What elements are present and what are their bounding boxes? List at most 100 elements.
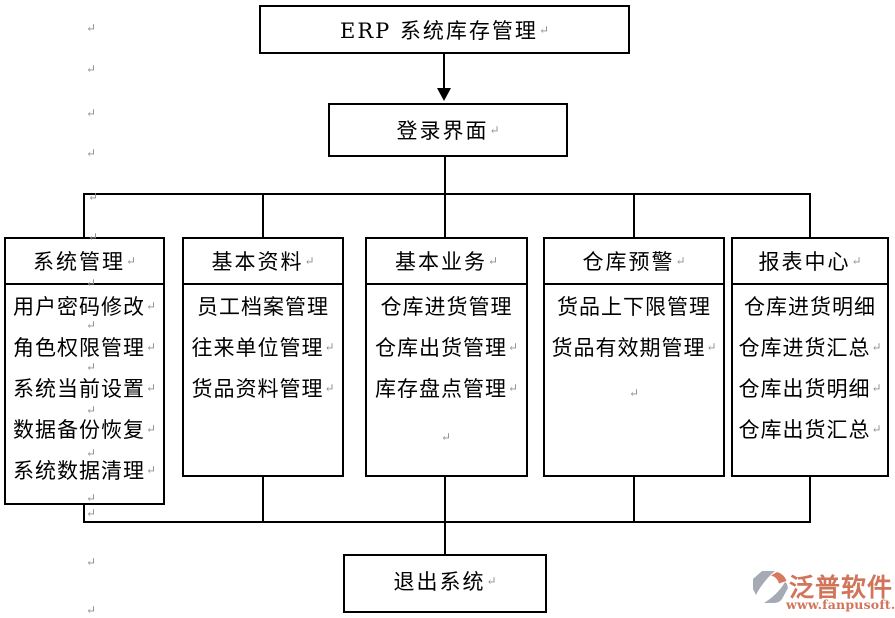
paragraph-mark-icon: ↵: [86, 506, 97, 520]
item-label: 仓库进货明细: [744, 294, 876, 319]
column-item: 系统当前设置↵: [6, 367, 163, 408]
paragraph-mark-icon: ↵: [486, 573, 497, 588]
column-header: 基本业务↵: [367, 239, 526, 285]
watermark: 泛普软件 www.fanpusoft.com: [752, 568, 895, 616]
paragraph-mark-icon: ↵: [487, 254, 499, 268]
connector-root-to-login: [443, 54, 445, 90]
column-title: 报表中心: [758, 250, 851, 274]
paragraph-mark-icon: ↵: [86, 446, 97, 460]
paragraph-mark-icon: ↵: [489, 123, 500, 137]
item-label: 仓库进货汇总: [738, 335, 871, 360]
paragraph-mark-icon: ↵: [871, 339, 882, 354]
column-item: 角色权限管理↵: [6, 326, 163, 367]
item-label: 库存盘点管理: [374, 376, 507, 401]
node-exit-label: 退出系统: [393, 569, 486, 594]
item-label: 系统当前设置: [12, 376, 145, 401]
node-login-label: 登录界面: [396, 119, 489, 143]
column-basic-data: 基本资料↵ 员工档案管理往来单位管理↵货品资料管理↵: [182, 237, 344, 477]
column-item: 往来单位管理↵: [184, 326, 342, 367]
connector-to-exit: [444, 521, 446, 555]
paragraph-mark-icon: ↵: [145, 462, 157, 477]
column-header: 报表中心↵: [733, 239, 887, 285]
column-basic-business: 基本业务↵ 仓库进货管理仓库出货管理↵库存盘点管理↵: [365, 237, 528, 477]
column-title: 基本资料: [211, 250, 304, 274]
paragraph-mark-icon: ↵: [86, 106, 97, 120]
column-item: 员工档案管理: [184, 285, 342, 326]
connector-stub: [444, 476, 446, 523]
paragraph-mark-icon: ↵: [86, 276, 97, 290]
node-exit-system: 退出系统↵: [343, 554, 547, 613]
column-header: 基本资料↵: [184, 239, 342, 285]
paragraph-mark-icon: ↵: [629, 386, 640, 400]
item-label: 角色权限管理: [12, 335, 145, 360]
column-item: 仓库进货汇总↵: [733, 326, 887, 367]
watermark-brand: 泛普软件: [789, 573, 894, 602]
item-label: 数据备份恢复: [12, 417, 145, 442]
connector-stub: [809, 476, 811, 523]
paragraph-mark-icon: ↵: [871, 380, 882, 395]
item-label: 仓库出货明细: [738, 376, 871, 401]
paragraph-mark-icon: ↵: [441, 430, 452, 444]
arrowhead-icon: [437, 88, 451, 101]
connector-stub: [83, 193, 85, 238]
paragraph-mark-icon: ↵: [88, 190, 99, 204]
watermark-url: www.fanpusoft.com: [786, 597, 895, 612]
item-label: 仓库进货管理: [380, 294, 513, 319]
paragraph-mark-icon: ↵: [871, 421, 882, 436]
paragraph-mark-icon: ↵: [145, 339, 157, 354]
connector-stub: [262, 476, 264, 523]
column-item: 数据备份恢复↵: [6, 408, 163, 449]
column-warehouse-alert: 仓库预警↵ 货品上下限管理货品有效期管理↵: [543, 237, 725, 477]
column-body: 仓库进货管理仓库出货管理↵库存盘点管理↵: [367, 285, 526, 408]
column-title: 系统管理: [32, 250, 125, 274]
paragraph-mark-icon: ↵: [507, 339, 519, 354]
paragraph-mark-icon: ↵: [86, 62, 97, 76]
paragraph-mark-icon: ↵: [86, 318, 97, 332]
column-title: 基本业务: [394, 250, 487, 274]
column-item: 仓库出货明细↵: [733, 367, 887, 408]
column-item: 仓库出货汇总↵: [733, 408, 887, 449]
connector-bottom-rail: [83, 521, 811, 523]
connector-top-rail: [83, 193, 811, 195]
column-body: 用户密码修改↵角色权限管理↵系统当前设置↵数据备份恢复↵系统数据清理↵: [6, 285, 163, 490]
item-label: 用户密码修改: [12, 294, 145, 319]
item-label: 仓库出货汇总: [738, 417, 871, 442]
paragraph-mark-icon: ↵: [706, 339, 717, 354]
column-item: 仓库进货管理: [367, 285, 526, 326]
column-item: 货品上下限管理: [545, 285, 723, 326]
column-title: 仓库预警: [582, 250, 675, 274]
column-body: 货品上下限管理货品有效期管理↵: [545, 285, 723, 367]
paragraph-mark-icon: ↵: [324, 339, 335, 354]
column-item: 系统数据清理↵: [6, 449, 163, 490]
column-item: 仓库进货明细: [733, 285, 887, 326]
connector-stub: [633, 193, 635, 238]
item-label: 货品有效期管理: [551, 335, 706, 360]
paragraph-mark-icon: ↵: [538, 22, 549, 37]
column-body: 仓库进货明细仓库进货汇总↵仓库出货明细↵仓库出货汇总↵: [733, 285, 887, 449]
paragraph-mark-icon: ↵: [86, 360, 97, 374]
connector-stub: [444, 193, 446, 238]
paragraph-mark-icon: ↵: [324, 380, 335, 395]
column-body: 员工档案管理往来单位管理↵货品资料管理↵: [184, 285, 342, 408]
fanpu-logo-icon: [753, 571, 788, 603]
column-item: 货品有效期管理↵: [545, 326, 723, 367]
column-item: 货品资料管理↵: [184, 367, 342, 408]
node-login-screen: 登录界面↵: [328, 103, 568, 157]
column-report-center: 报表中心↵ 仓库进货明细仓库进货汇总↵仓库出货明细↵仓库出货汇总↵: [731, 237, 889, 477]
paragraph-mark-icon: ↵: [145, 298, 157, 313]
item-label: 仓库出货管理: [374, 335, 507, 360]
paragraph-mark-icon: ↵: [86, 555, 97, 569]
paragraph-mark-icon: ↵: [86, 403, 97, 417]
column-header: 仓库预警↵: [545, 239, 723, 285]
paragraph-mark-icon: ↵: [86, 146, 97, 160]
item-label: 往来单位管理: [191, 335, 324, 360]
node-erp-system-label: ERP 系统库存管理: [339, 18, 538, 43]
connector-login-down: [444, 156, 446, 194]
paragraph-mark-icon: ↵: [304, 254, 315, 268]
paragraph-mark-icon: ↵: [145, 380, 157, 395]
connector-stub: [83, 504, 85, 523]
item-label: 员工档案管理: [197, 294, 329, 319]
connector-stub: [633, 476, 635, 523]
item-label: 货品资料管理: [191, 376, 324, 401]
